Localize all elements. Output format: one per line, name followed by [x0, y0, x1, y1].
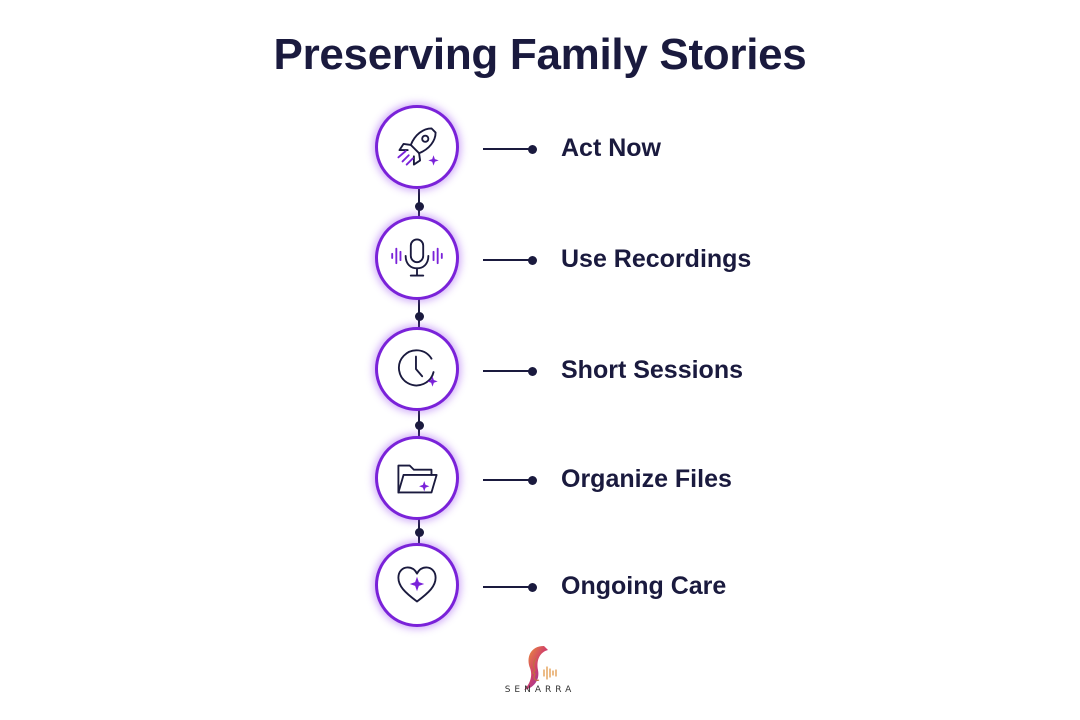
step-act-now: Act Now [0, 105, 1080, 195]
clock-icon [398, 349, 438, 387]
connector-node [528, 582, 537, 592]
step-icon-circle [375, 216, 459, 300]
horizontal-connector [483, 370, 533, 372]
step-label: Ongoing Care [561, 572, 727, 600]
step-icon-circle [375, 436, 459, 520]
step-label: Organize Files [561, 465, 732, 493]
connector-node [414, 312, 424, 321]
connector-node [528, 144, 537, 154]
folder-icon [397, 464, 438, 494]
connector-node [414, 421, 424, 430]
rocket-icon [397, 127, 439, 166]
horizontal-connector [483, 259, 533, 261]
step-organize-files: Organize Files [0, 436, 1080, 526]
page-title: Preserving Family Stories [273, 30, 807, 79]
step-icon-circle [375, 105, 459, 189]
brand-logo [524, 646, 557, 690]
heart-icon [397, 566, 437, 603]
microphone-icon [391, 238, 443, 277]
step-label: Use Recordings [561, 245, 752, 273]
connector-node [528, 475, 537, 485]
connector-node [414, 528, 424, 537]
brand-name: SENARRA [504, 685, 576, 695]
step-icon-circle [375, 543, 459, 627]
step-use-recordings: Use Recordings [0, 216, 1080, 306]
step-label: Short Sessions [561, 356, 743, 384]
horizontal-connector [483, 479, 533, 481]
horizontal-connector [483, 586, 533, 588]
step-ongoing-care: Ongoing Care [0, 543, 1080, 633]
connector-node [414, 202, 424, 211]
horizontal-connector [483, 148, 533, 150]
step-label: Act Now [561, 134, 661, 162]
connector-node [528, 255, 537, 265]
step-short-sessions: Short Sessions [0, 327, 1080, 417]
step-icon-circle [375, 327, 459, 411]
connector-node [528, 366, 537, 376]
